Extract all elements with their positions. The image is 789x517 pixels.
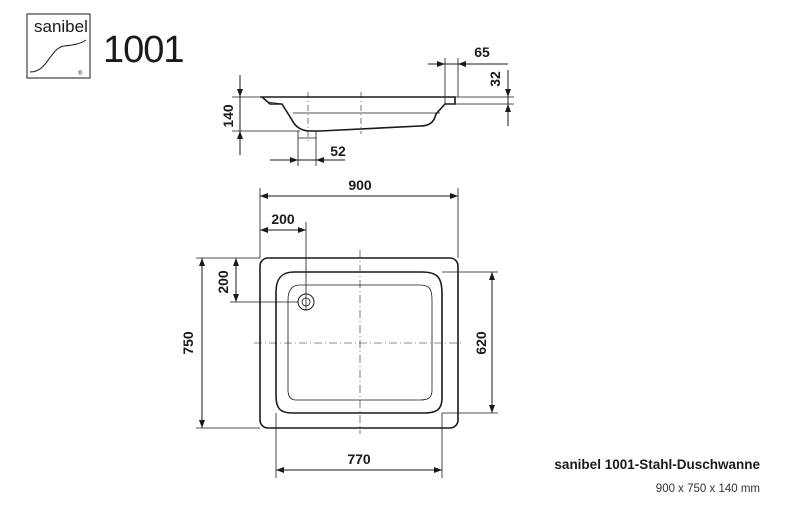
drain-offset-y-label: 200	[215, 270, 231, 294]
rim-height-label: 32	[487, 71, 503, 87]
side-view: 140 65 32 52	[220, 44, 514, 166]
top-view: 900 200 200 750 620 770	[180, 177, 498, 478]
outer-width-label: 900	[348, 177, 372, 193]
drain-offset-x-label: 200	[271, 211, 295, 227]
rim-width-label: 65	[474, 44, 490, 60]
inner-width-label: 770	[347, 451, 371, 467]
product-title: sanibel 1001-Stahl-Duschwanne	[554, 457, 760, 472]
sanibel-logo: sanibel ®	[26, 13, 91, 79]
logo-text: sanibel	[34, 17, 88, 36]
product-dimensions: 900 x 750 x 140 mm	[655, 483, 760, 495]
outer-depth-label: 750	[180, 331, 196, 355]
drain-diameter-label: 52	[330, 143, 346, 159]
inner-depth-label: 620	[473, 331, 489, 355]
model-number: 1001	[103, 29, 184, 71]
total-height-label: 140	[220, 104, 236, 128]
registered-mark: ®	[78, 70, 83, 77]
